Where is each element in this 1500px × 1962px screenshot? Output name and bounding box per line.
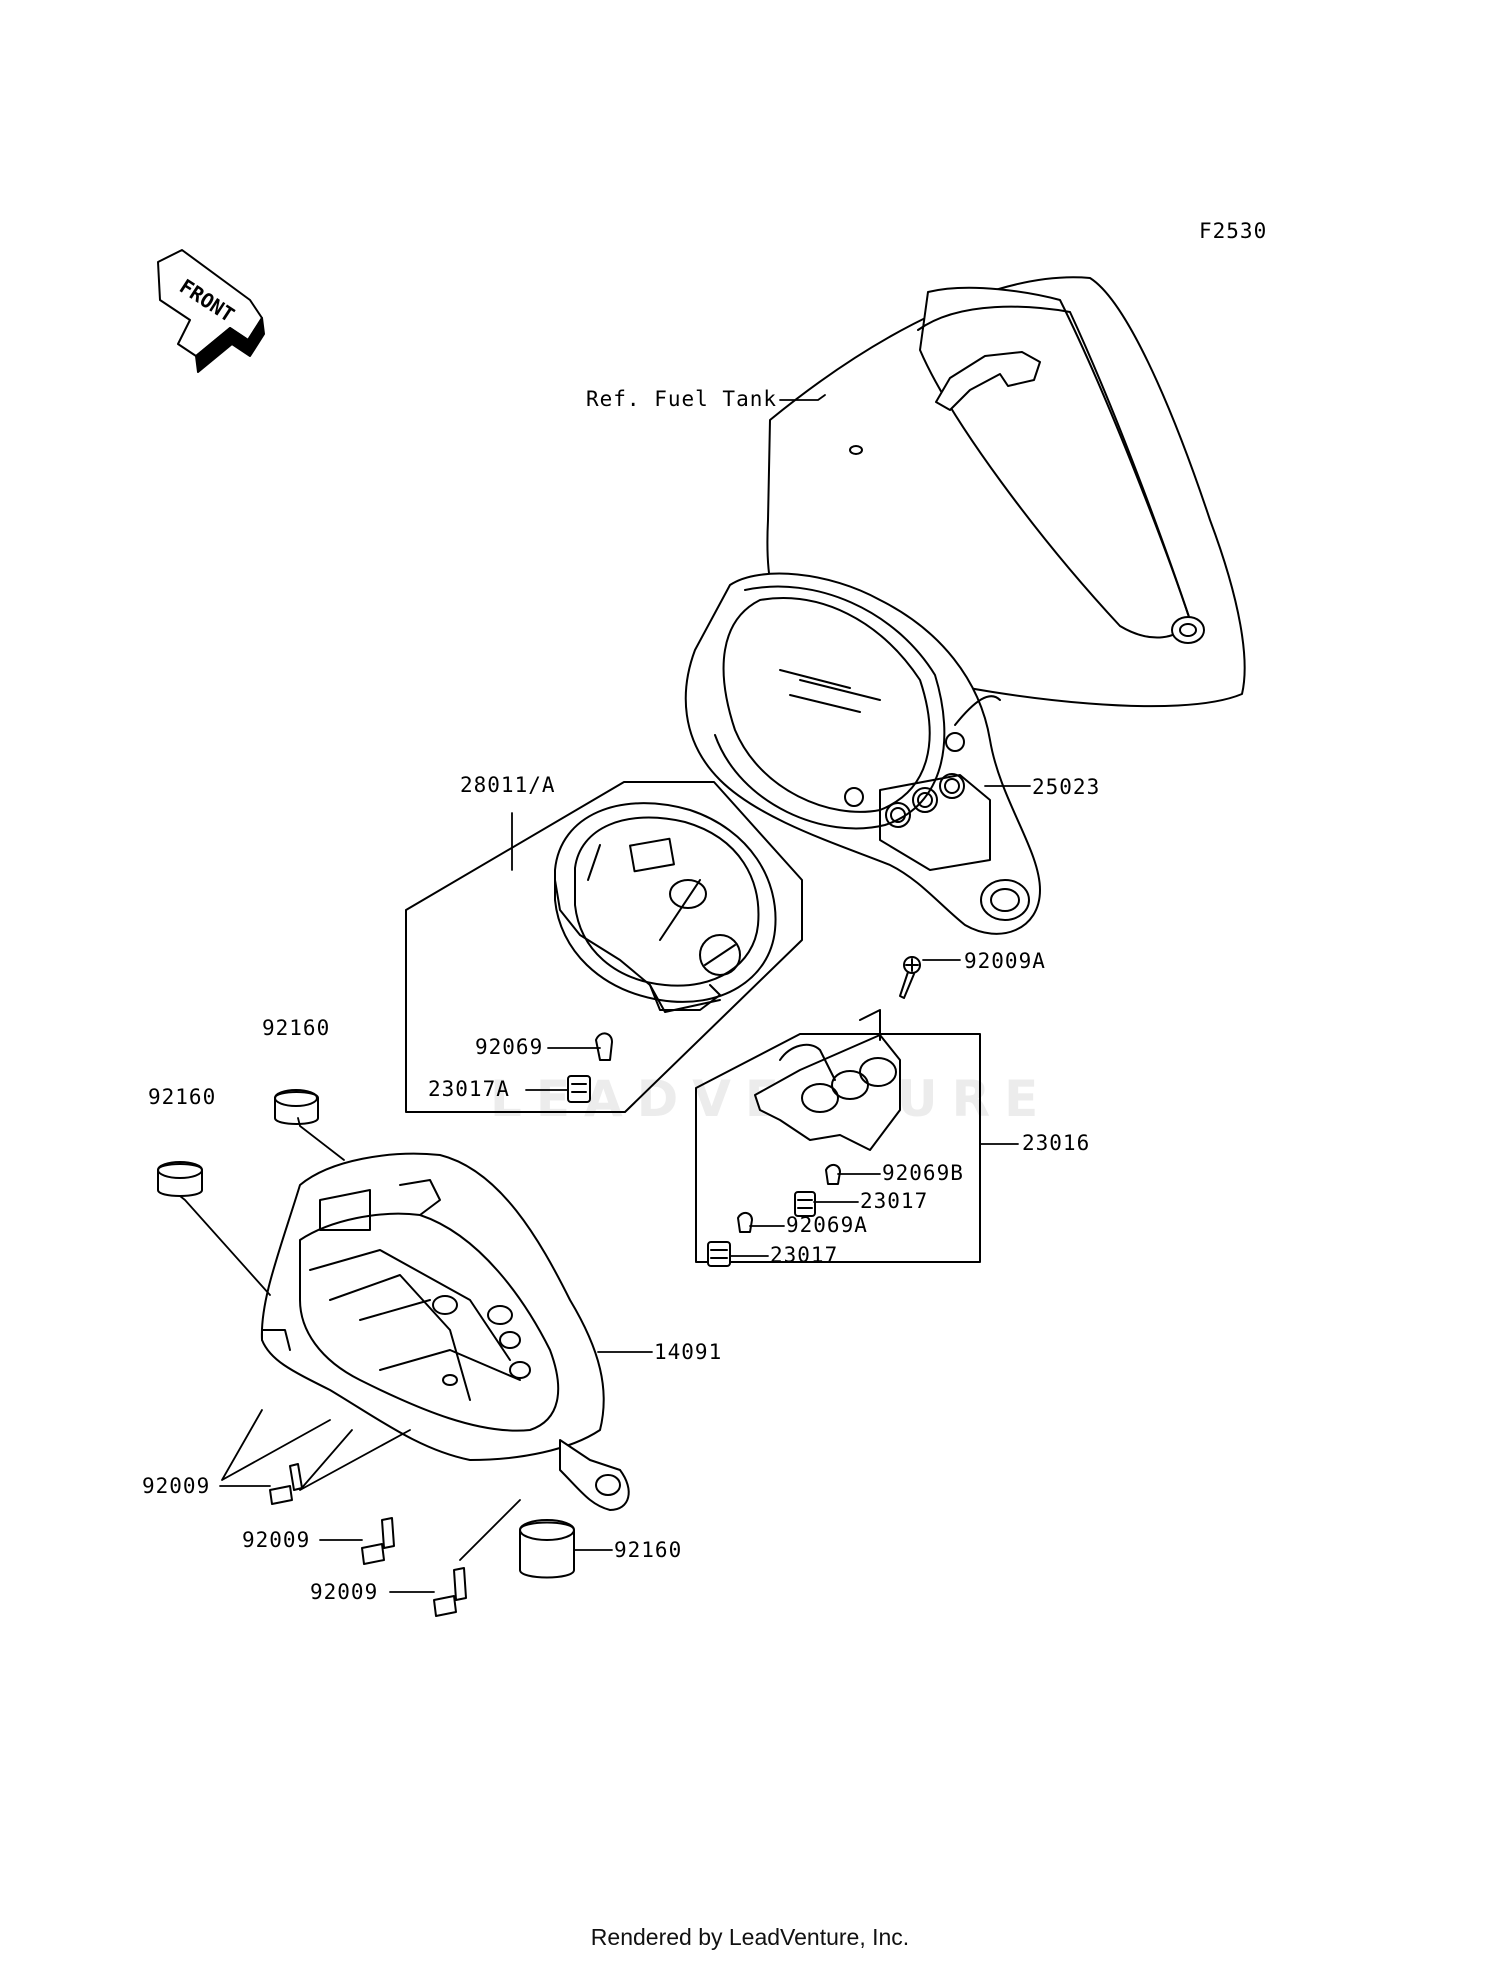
label-23017-top: 23017: [860, 1189, 928, 1213]
label-92009a: 92009A: [964, 949, 1046, 973]
socket-23017a: [567, 1075, 591, 1103]
front-arrow-icon: [157, 249, 265, 373]
socket-23017-bottom: [707, 1241, 731, 1267]
grommet-92160-left: [157, 1161, 203, 1197]
label-92069: 92069: [475, 1035, 543, 1059]
label-23017-bottom: 23017: [770, 1243, 838, 1267]
label-92069a: 92069A: [786, 1213, 868, 1237]
label-28011a: 28011/A: [460, 773, 556, 797]
label-92069b: 92069B: [882, 1161, 964, 1185]
socket-23017-top: [794, 1191, 816, 1217]
label-92160-left: 92160: [148, 1085, 216, 1109]
screw-92009-2: [361, 1517, 395, 1565]
label-92160-top: 92160: [262, 1016, 330, 1040]
meter-case: [260, 1152, 630, 1511]
meter-cover: [684, 572, 1041, 935]
screw-92009a: [899, 956, 921, 999]
diagram-code: F2530: [1199, 219, 1267, 243]
bulb-92069b: [825, 1164, 841, 1185]
footer-credit: Rendered by LeadVenture, Inc.: [590, 1924, 910, 1950]
label-92009-3: 92009: [310, 1580, 378, 1604]
label-92009-2: 92009: [242, 1528, 310, 1552]
indicator-housing: [754, 1009, 901, 1151]
screw-92009-1: [269, 1463, 303, 1505]
label-25023: 25023: [1032, 775, 1100, 799]
fuel-tank-cover: [766, 276, 1246, 708]
label-92160-bottom: 92160: [614, 1538, 682, 1562]
leader-lines: [179, 394, 1031, 1593]
box-23016: [695, 1033, 981, 1263]
box-28011a: [405, 781, 803, 1113]
label-14091: 14091: [654, 1340, 722, 1364]
screw-92009-3: [433, 1567, 467, 1617]
label-92009-1: 92009: [142, 1474, 210, 1498]
label-23016: 23016: [1022, 1131, 1090, 1155]
grommet-92160-top: [274, 1089, 319, 1125]
bulb-92069a: [737, 1212, 753, 1233]
label-23017a: 23017A: [428, 1077, 510, 1101]
bulb-92069: [595, 1032, 613, 1061]
label-ref-fuel-tank: Ref. Fuel Tank: [586, 387, 777, 411]
grommet-92160-bottom: [519, 1519, 575, 1579]
meter-unit: [554, 802, 777, 1013]
